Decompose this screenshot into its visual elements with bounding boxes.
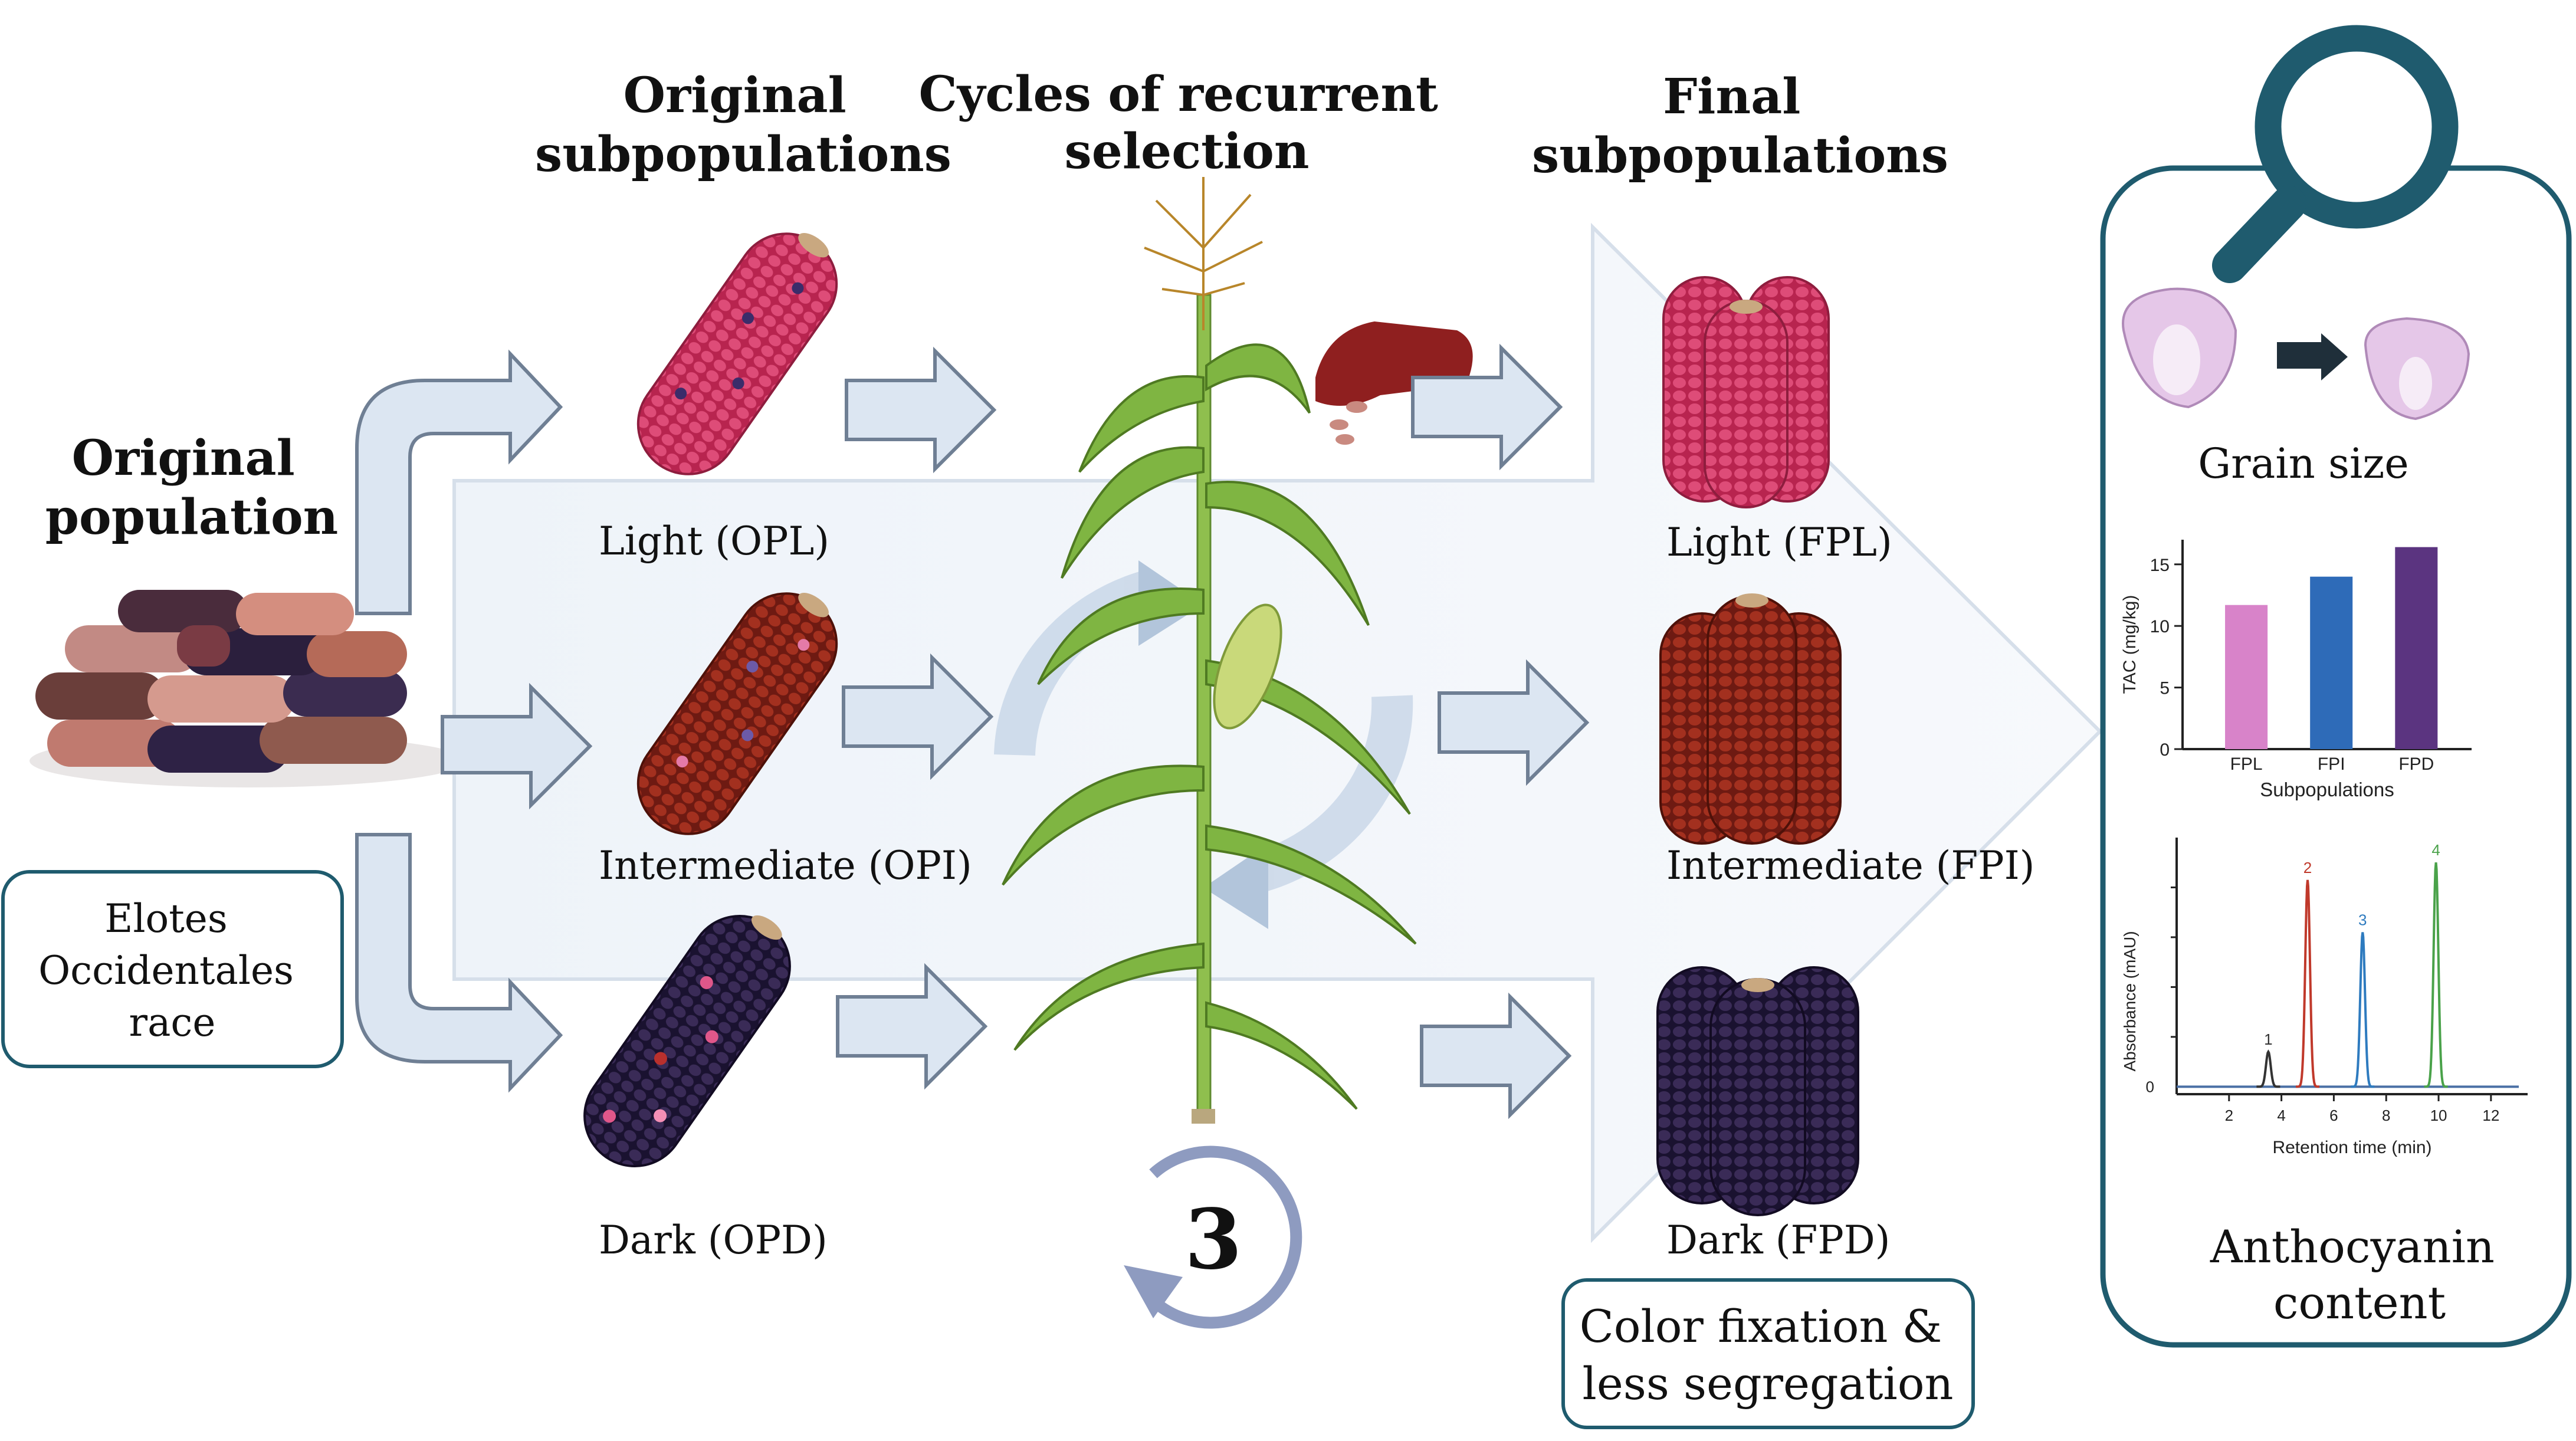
arrow-opi-to-selection — [842, 653, 994, 780]
bar-x-axis-label: Subpopulations — [2260, 779, 2394, 800]
cob-opl — [636, 232, 838, 475]
maize-plant — [1002, 177, 1417, 1124]
cob-opi — [636, 592, 838, 835]
chrom-peak-2 — [2296, 879, 2319, 1088]
label-fpi: Intermediate (FPI) — [1666, 843, 2034, 888]
label-opd: Dark (OPD) — [599, 1217, 828, 1263]
cob-bundle-fpi — [1659, 593, 1842, 845]
chrom-peak-label: 3 — [2358, 911, 2367, 928]
chrom-peak-label: 4 — [2431, 841, 2440, 859]
chrom-x-tick-label: 6 — [2329, 1107, 2338, 1124]
cob-bundle-fpd — [1656, 966, 1859, 1216]
cob-opd — [583, 915, 791, 1167]
chrom-peak-3 — [2351, 932, 2375, 1088]
ear-on-plant — [1213, 603, 1282, 730]
chrom-x-tick-label: 8 — [2382, 1107, 2390, 1124]
branch-arrow-light — [355, 349, 563, 615]
chrom-peak-label: 2 — [2303, 859, 2312, 877]
arrow-to-fpd — [1420, 992, 1572, 1120]
arrow-opd-to-selection — [836, 963, 988, 1090]
bar-y-tick-label: 15 — [2150, 556, 2170, 575]
chrom-x-axis-label: Retention time (min) — [2272, 1138, 2431, 1157]
race-box — [1, 870, 344, 1068]
bar-fpl — [2225, 605, 2268, 749]
label-opl: Light (OPL) — [599, 518, 829, 564]
grain-size-label: Grain size — [2198, 439, 2408, 488]
arrow-to-fpl — [1411, 343, 1563, 471]
bar-y-tick-label: 5 — [2160, 679, 2170, 698]
branch-arrow-intermediate — [441, 682, 593, 810]
header-original-subpopulations: Original subpopulations — [535, 67, 951, 183]
magnifier-icon — [2212, 25, 2459, 283]
header-original-population: Original population — [45, 430, 339, 546]
bar-x-tick-label: FPD — [2398, 754, 2434, 774]
bar-fpi — [2310, 576, 2353, 749]
chrom-y-axis-label: Absorbance (mAU) — [2121, 931, 2139, 1071]
bar-fpd — [2395, 547, 2438, 749]
chrom-peak-label: 1 — [2264, 1030, 2272, 1048]
bar-x-tick-label: FPL — [2230, 754, 2263, 774]
arrow-to-fpi — [1438, 659, 1590, 786]
shrink-arrow-icon — [2277, 333, 2348, 380]
chrom-x-tick-label: 10 — [2430, 1107, 2447, 1124]
fixation-box — [1561, 1278, 1975, 1429]
chrom-peak-1 — [2256, 1049, 2280, 1088]
original-population-cob-pile — [29, 590, 466, 787]
tassel — [1144, 177, 1263, 330]
cycle-counter: 3 — [1124, 1145, 1302, 1329]
fixation-box-label: Color fixation & less segregation — [1580, 1300, 1957, 1410]
label-fpd: Dark (FPD) — [1666, 1217, 1890, 1263]
race-box-label: Elotes Occidentales race — [38, 896, 306, 1045]
cycle-count-number: 3 — [1184, 1191, 1242, 1288]
anthocyanin-label: Anthocyanin content — [2210, 1220, 2509, 1329]
label-opi: Intermediate (OPI) — [599, 843, 972, 888]
chrom-x-tick-label: 4 — [2277, 1107, 2285, 1124]
header-cycles-of-recurrent-selection: Cycles of recurrent selection — [919, 66, 1455, 180]
chrom-x-tick-label: 2 — [2225, 1107, 2233, 1124]
grain-large-icon — [2122, 287, 2237, 409]
bar-y-tick-label: 0 — [2160, 740, 2170, 760]
branch-arrow-dark — [355, 833, 563, 1093]
cob-bundle-fpl — [1662, 276, 1830, 508]
chrom-peak-4 — [2424, 862, 2448, 1088]
chrom-y-tick-label: 0 — [2146, 1078, 2154, 1095]
label-fpl: Light (FPL) — [1666, 520, 1892, 565]
grain-small-icon — [2364, 317, 2470, 421]
arrow-opl-to-selection — [845, 346, 997, 474]
bar-y-axis-label: TAC (mg/kg) — [2120, 595, 2139, 694]
bar-x-tick-label: FPI — [2318, 754, 2345, 774]
bar-y-tick-label: 10 — [2150, 617, 2170, 636]
chrom-x-tick-label: 12 — [2482, 1107, 2499, 1124]
header-final-subpopulations: Final subpopulations — [1532, 68, 1948, 184]
